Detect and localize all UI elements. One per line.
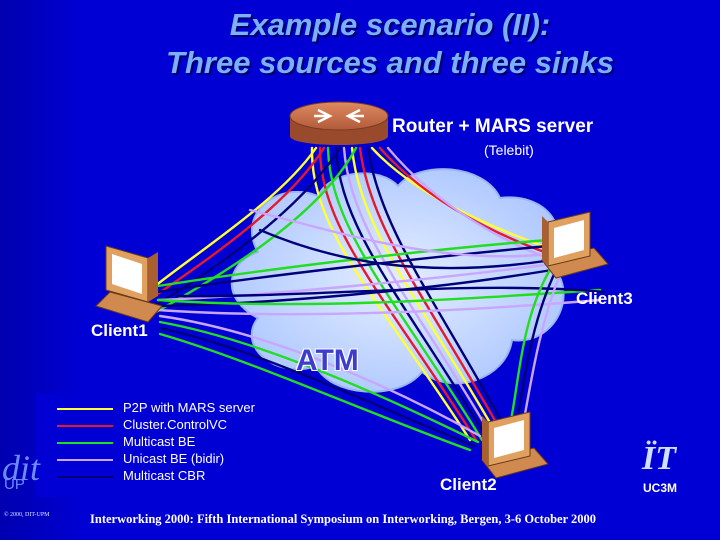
client2-computer-icon <box>481 411 549 479</box>
title-line-1: Example scenario (II): <box>229 7 551 42</box>
client1-label: Client1 <box>91 321 148 340</box>
legend-swatch <box>57 442 113 444</box>
client1-computer-icon <box>95 245 163 323</box>
router-sublabel: (Telebit) <box>484 142 534 158</box>
legend-swatch <box>57 459 113 461</box>
atm-cloud-icon <box>230 168 565 393</box>
legend-label: Unicast BE (bidir) <box>123 451 225 466</box>
legend-label: Multicast BE <box>123 434 196 449</box>
client3-label: Client3 <box>576 289 633 308</box>
dit-logo: dit <box>2 448 41 488</box>
client3-computer-icon <box>541 211 609 279</box>
footer-conference-text: Interworking 2000: Fifth International S… <box>90 512 597 526</box>
it-logo: ÏT <box>642 440 676 477</box>
up-logo: UP <box>4 476 25 493</box>
atm-label: ATM <box>296 344 359 377</box>
legend-swatch <box>57 476 113 478</box>
legend-label: P2P with MARS server <box>123 400 255 415</box>
router-label: Router + MARS server <box>392 116 594 137</box>
legend-label: Cluster.ControlVC <box>123 417 228 432</box>
client2-label: Client2 <box>440 475 497 494</box>
title-line-2: Three sources and three sinks <box>166 45 614 80</box>
uc3m-logo: UC3M <box>643 481 678 495</box>
legend-label: Multicast CBR <box>123 468 206 483</box>
copyright-notice: © 2000, DIT-UPM <box>4 512 50 518</box>
router-icon <box>289 101 389 145</box>
legend-swatch <box>57 408 113 410</box>
connection-lines <box>148 146 606 452</box>
slide-title: Example scenario (II): Three sources and… <box>90 6 690 82</box>
legend-swatch <box>57 425 113 427</box>
legend: P2P with MARS server Cluster.ControlVC M… <box>36 393 288 497</box>
